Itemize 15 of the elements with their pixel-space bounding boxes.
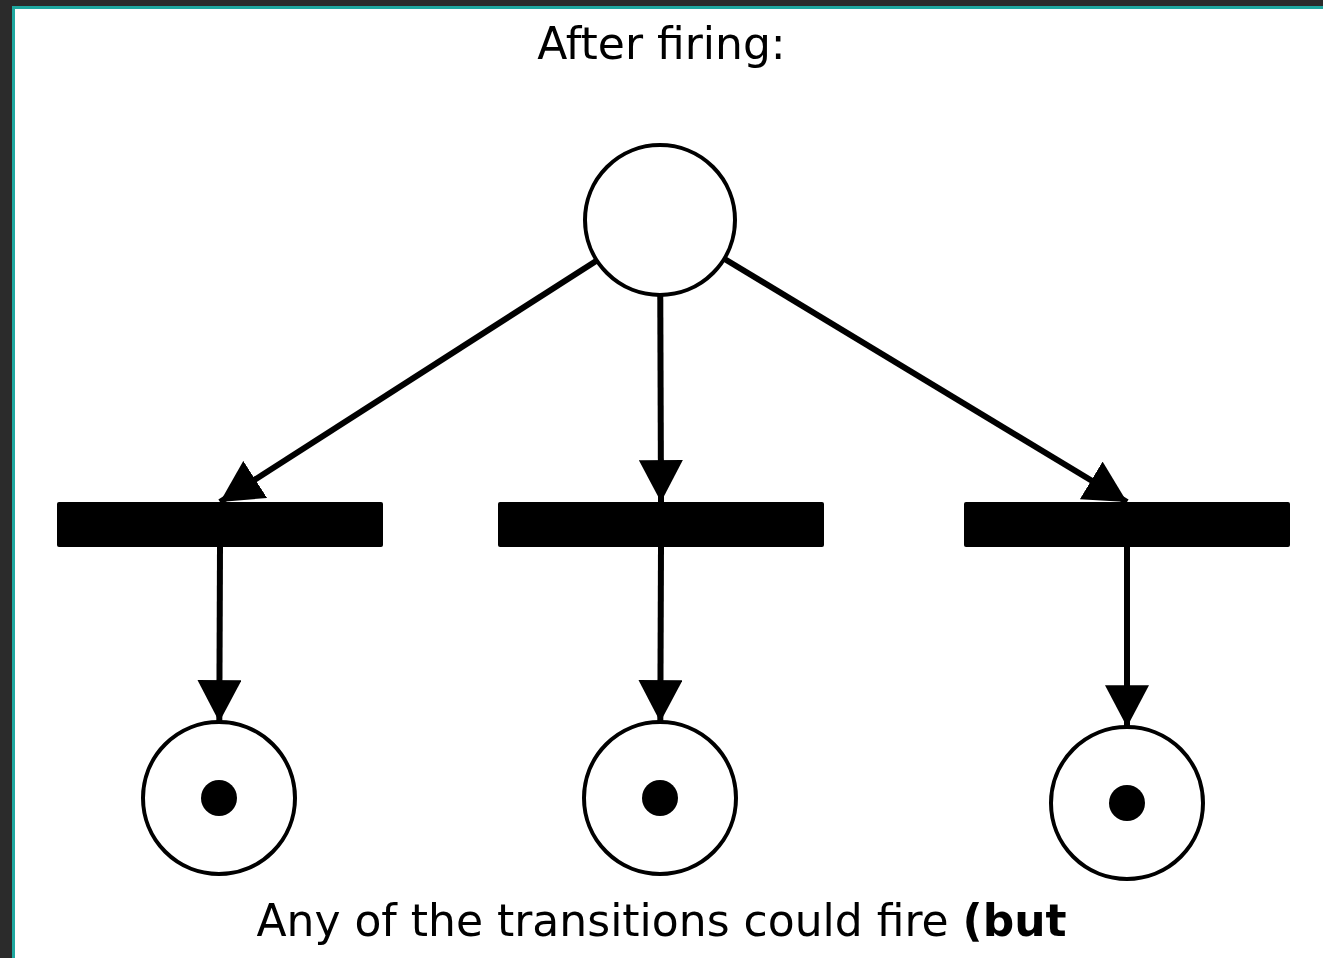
- transition-bar: [498, 502, 824, 547]
- transition-bar: [964, 502, 1290, 547]
- diagram-title: After firing:: [537, 18, 786, 69]
- arrow: [1105, 547, 1149, 727]
- arrow: [638, 295, 683, 502]
- arrow: [638, 547, 683, 722]
- caption: Any of the transitions could fire (but: [256, 895, 1067, 946]
- marked-place-circle: [1049, 725, 1205, 881]
- marked-place-circle: [141, 720, 297, 876]
- arrow: [722, 256, 1129, 505]
- place-circle: [583, 143, 737, 297]
- transition-bar: [57, 502, 383, 547]
- marked-place-circle: [582, 720, 738, 876]
- arrow: [197, 547, 242, 722]
- arrow: [218, 257, 599, 505]
